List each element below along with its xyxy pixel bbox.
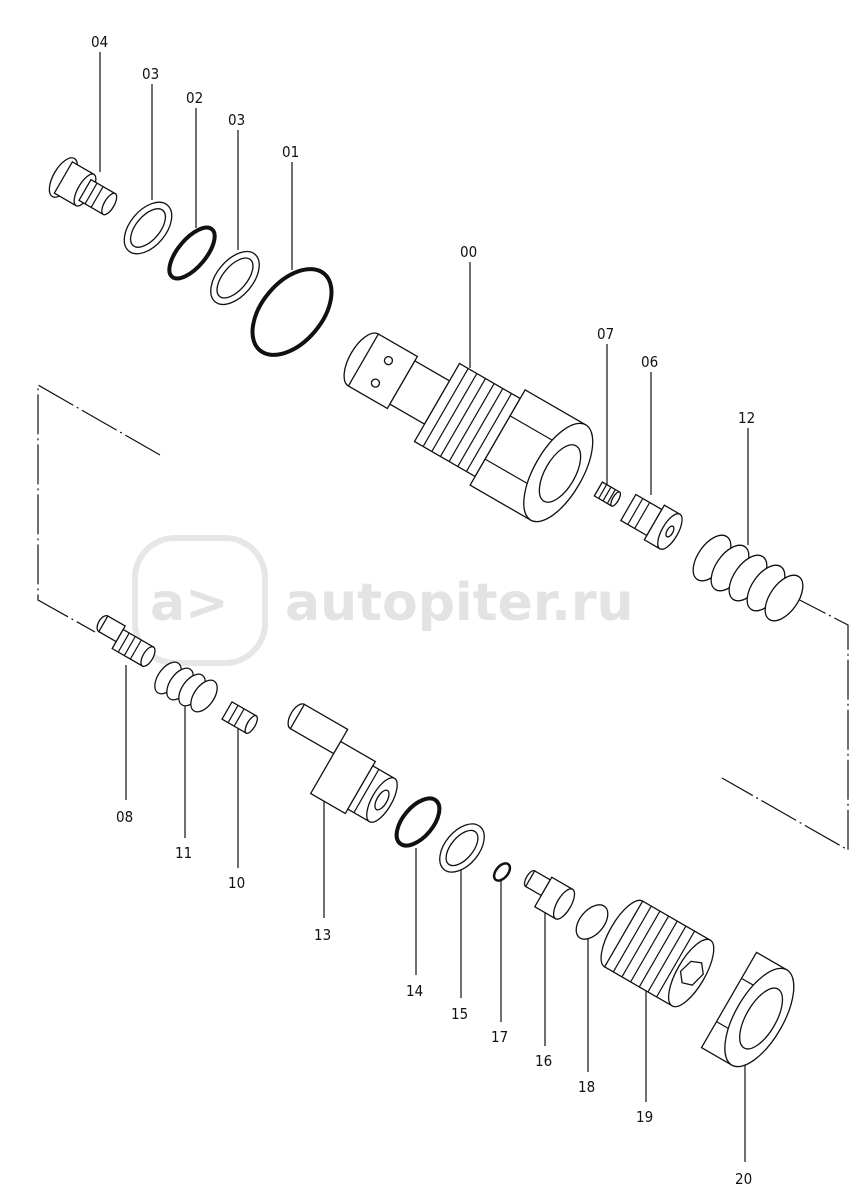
label-04: 04 (91, 33, 108, 51)
part-labels: 04 03 02 03 01 00 07 06 12 08 11 10 13 1… (91, 33, 755, 1188)
watermark: a> autopiter.ru (132, 535, 634, 666)
label-00: 00 (460, 243, 477, 261)
part-07-set-screw (593, 481, 622, 507)
part-12-spring (692, 534, 804, 622)
part-18-ring (575, 904, 609, 940)
part-01-o-ring (250, 267, 334, 357)
label-20: 20 (735, 1170, 752, 1188)
part-00-valve-body (343, 332, 594, 523)
part-06-adjusting-plug (619, 493, 683, 550)
label-07: 07 (597, 325, 614, 343)
part-17-small-o-ring (492, 862, 512, 882)
part-14-o-ring (394, 796, 442, 848)
assembly-guide-lines (37, 383, 849, 852)
part-11-spring (154, 661, 218, 713)
part-03-backup-ring (123, 201, 173, 255)
part-20-lock-nut (700, 951, 795, 1068)
label-01: 01 (282, 143, 299, 161)
part-10-piston (221, 700, 258, 735)
part-13-sleeve (287, 703, 398, 823)
label-16: 16 (535, 1052, 552, 1070)
watermark-logo-glyph: a> (150, 573, 229, 633)
label-02: 02 (186, 89, 203, 107)
label-14: 14 (406, 982, 423, 1000)
part-03-backup-ring-2 (210, 250, 260, 306)
part-02-o-ring (167, 225, 217, 281)
label-03-second: 03 (228, 111, 245, 129)
label-06: 06 (641, 353, 658, 371)
part-16-plug (523, 869, 576, 920)
part-04-plug (48, 157, 118, 216)
label-15: 15 (451, 1005, 468, 1023)
part-08-poppet (96, 615, 156, 668)
label-13: 13 (314, 926, 331, 944)
watermark-text: autopiter.ru (285, 573, 634, 633)
leader-lines (99, 52, 749, 1162)
part-15-backup-ring (439, 823, 485, 873)
label-18: 18 (578, 1078, 595, 1096)
label-19: 19 (636, 1108, 653, 1126)
label-11: 11 (175, 844, 192, 862)
label-08: 08 (116, 808, 133, 826)
label-12: 12 (738, 409, 755, 427)
label-03: 03 (142, 65, 159, 83)
part-19-threaded-cap (600, 899, 715, 1008)
label-17: 17 (491, 1028, 508, 1046)
label-10: 10 (228, 874, 245, 892)
